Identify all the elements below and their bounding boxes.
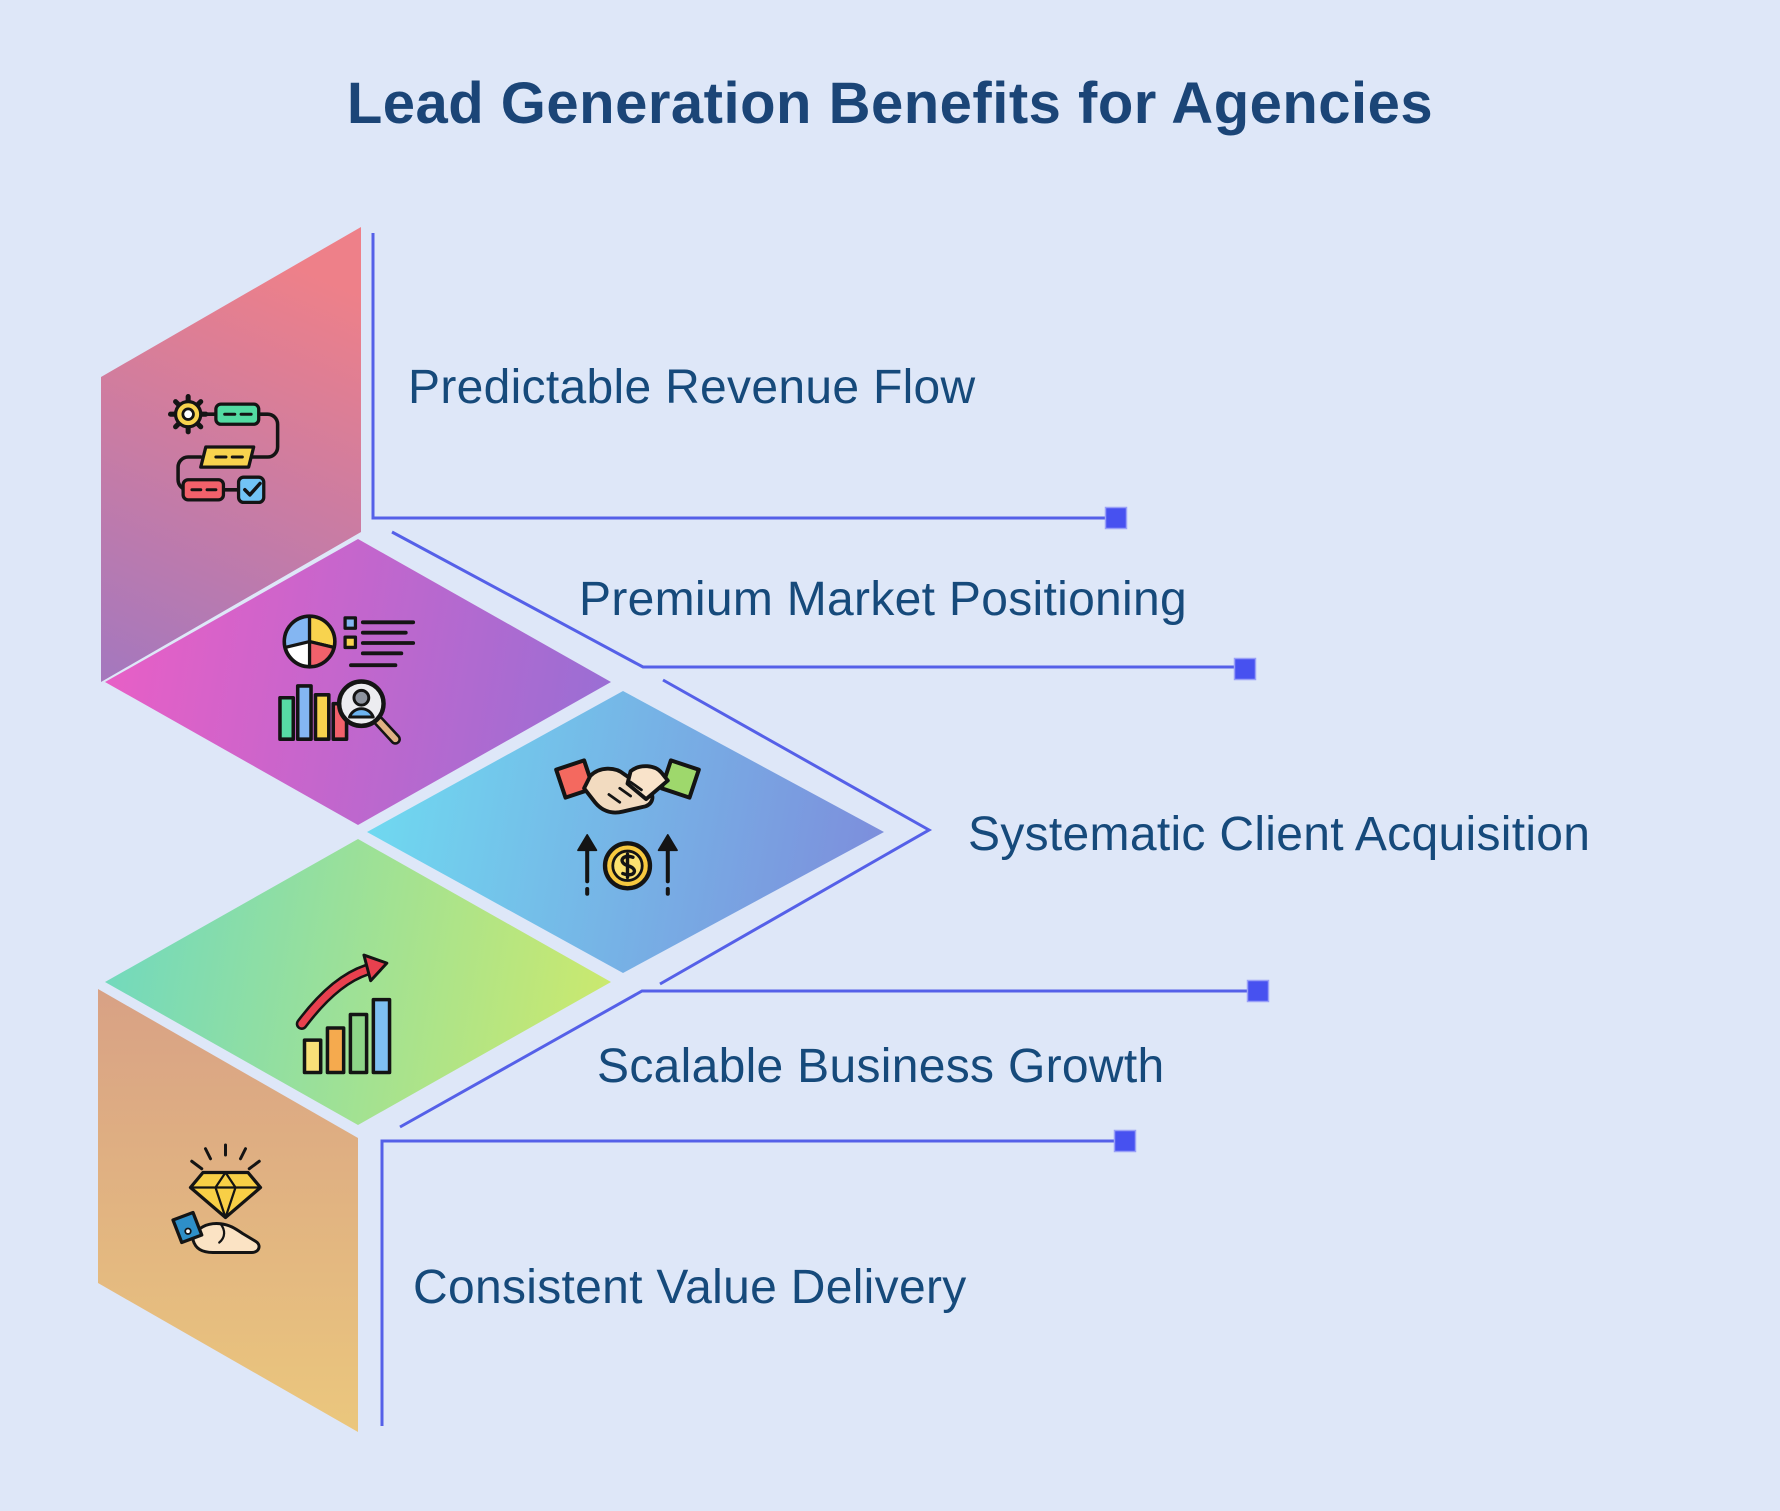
connector-4 xyxy=(399,989,1247,1129)
dollar-coin-icon xyxy=(602,841,653,891)
market-analytics-icon xyxy=(278,614,416,745)
magnifier-icon xyxy=(336,679,401,745)
open-hand-icon xyxy=(171,1210,261,1254)
page-title: Lead Generation Benefits for Agencies xyxy=(346,71,1434,136)
connector-5 xyxy=(380,1139,1114,1426)
item-label-premium-market: Premium Market Positioning xyxy=(579,573,1188,626)
connector-2 xyxy=(391,530,1234,669)
rising-arrow-icon xyxy=(295,953,389,1030)
handshake-deal-icon xyxy=(554,758,701,896)
item-label-predictable-revenue: Predictable Revenue Flow xyxy=(408,361,976,414)
workflow-icon xyxy=(168,394,280,505)
tile-scalable-growth xyxy=(105,839,611,1125)
marker-square-2 xyxy=(1233,657,1257,681)
item-label-scalable-growth: Scalable Business Growth xyxy=(597,1040,1165,1093)
item-label-consistent-value: Consistent Value Delivery xyxy=(413,1261,967,1314)
growth-chart-icon xyxy=(295,953,392,1075)
up-arrow-icon xyxy=(657,834,678,896)
marker-square-5 xyxy=(1113,1129,1137,1153)
value-delivery-icon xyxy=(171,1143,263,1254)
tile-systematic-client xyxy=(367,691,884,973)
gear-icon xyxy=(168,394,209,435)
item-label-systematic-client: Systematic Client Acquisition xyxy=(968,808,1591,861)
connector-1 xyxy=(371,233,1105,520)
marker-square-4 xyxy=(1246,979,1270,1003)
connector-3-chevron xyxy=(659,678,933,986)
diamond-gem-icon xyxy=(188,1170,263,1220)
up-arrow-icon xyxy=(577,834,598,896)
marker-square-1 xyxy=(1104,506,1128,530)
